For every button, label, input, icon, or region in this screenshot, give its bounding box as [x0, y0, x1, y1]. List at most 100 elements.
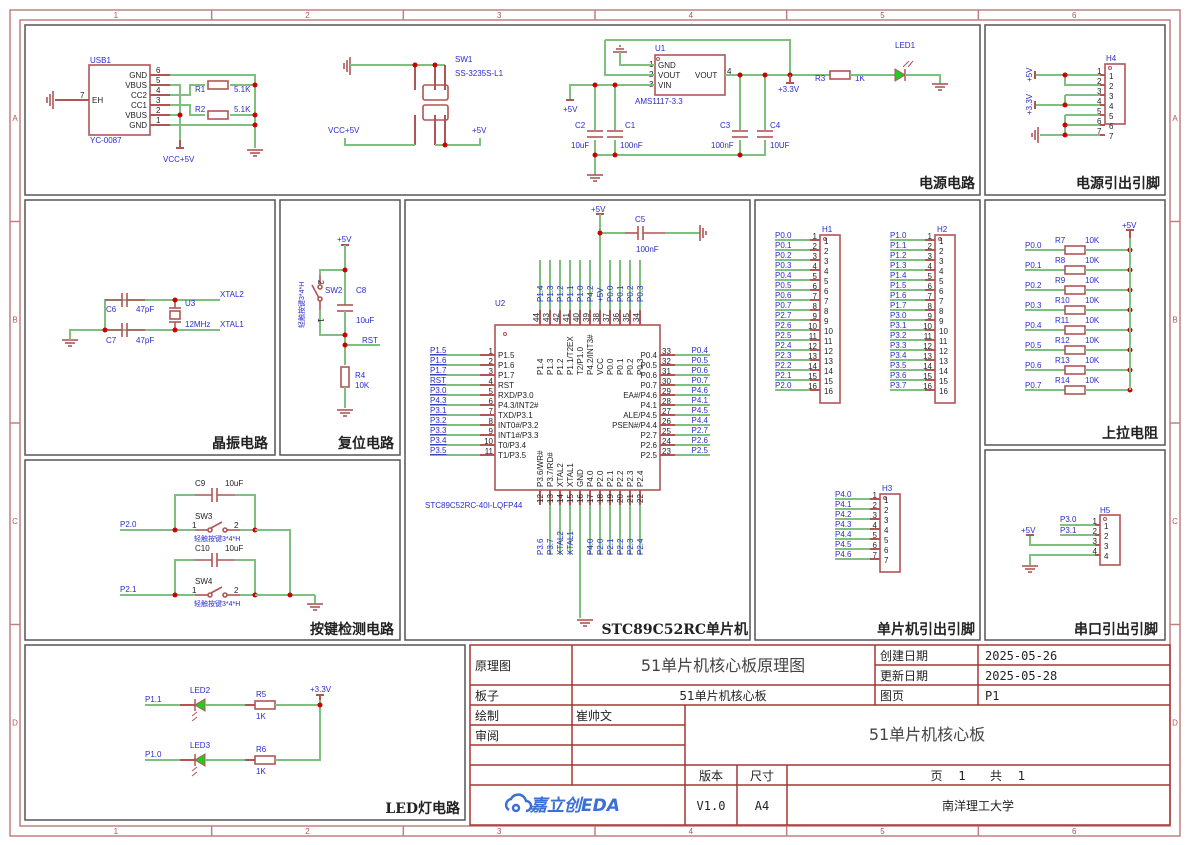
h1-pin-num: 5 [813, 272, 818, 281]
capacitor-c9[interactable] [195, 488, 235, 502]
capacitor-c3[interactable] [732, 130, 748, 138]
reset-button-sw2[interactable] [311, 275, 323, 310]
h1-pin-label: 11 [824, 337, 833, 346]
pullup-res-value: 10K [1085, 356, 1100, 365]
ruler-row-label: C [1172, 517, 1178, 526]
h1-pin-num: 14 [808, 362, 817, 371]
tb-big-title: 51单片机核心板 [869, 725, 985, 744]
mcu-net-label: P1.6 [430, 356, 447, 365]
h3-pin-label: 5 [884, 536, 889, 545]
led-res-value: 1K [256, 767, 266, 776]
crystal-u3[interactable] [169, 300, 181, 330]
usb-pin-num: 3 [156, 96, 161, 105]
mcu-net-label: P1.2 [556, 285, 565, 302]
usb-pin-num: 4 [156, 86, 161, 95]
capacitor-c2[interactable] [587, 130, 603, 138]
mcu-pin-name: EA#/P4.6 [623, 391, 657, 400]
mcu-net-label: RST [430, 376, 446, 385]
h4-pin-label: 5 [1109, 112, 1114, 121]
usb-pin-name: CC2 [131, 91, 148, 100]
mcu-pin-name: ALE/P4.5 [623, 411, 657, 420]
mcu-net-label: P4.5 [692, 406, 709, 415]
r1-ref: R1 [195, 85, 206, 94]
mcu-pin-name: VCC [596, 358, 605, 375]
u2-part: STC89C52RC-40I-LQFP44 [425, 501, 523, 510]
usb-pin-num: 7 [80, 91, 85, 100]
h2-net-label: P1.4 [890, 271, 907, 280]
pullup-res-ref: R7 [1055, 236, 1066, 245]
h2-pin-label: 14 [939, 367, 948, 376]
mcu-net-label: P0.5 [692, 356, 709, 365]
ruler-col-label: 2 [305, 11, 310, 20]
tb-title: 51单片机核心板原理图 [641, 656, 805, 675]
h1-net-label: P2.5 [775, 331, 792, 340]
c1-ref: C1 [625, 121, 636, 130]
mcu-pin-num: 2 [489, 357, 494, 366]
h3-net-label: P4.2 [835, 510, 852, 519]
sw1-vcc-net: VCC+5V [328, 126, 360, 135]
h2-net-label: P3.5 [890, 361, 907, 370]
mcu-pin-num: 25 [662, 427, 671, 436]
h4-pin-num: 2 [1097, 77, 1102, 86]
gnd-symbol [699, 225, 707, 241]
c6-value: 47pF [136, 305, 154, 314]
section-title-power: 电源电路 [919, 175, 976, 192]
h1-net-label: P0.3 [775, 261, 792, 270]
capacitor-c6[interactable] [105, 293, 145, 307]
h3-pin-label: 3 [884, 516, 889, 525]
h2-pin-num: 10 [923, 322, 932, 331]
h4-pin-num: 1 [1097, 67, 1102, 76]
led-res-value: 1K [256, 712, 266, 721]
c3-value: 100nF [711, 141, 734, 150]
usb-connector[interactable]: USB1 YC-0087 6GND5VBUS4CC23CC12VBUS1GND … [55, 56, 170, 145]
capacitor-c4[interactable] [757, 130, 773, 138]
key-switch-sw3[interactable] [195, 521, 240, 533]
capacitor-c1[interactable] [607, 130, 623, 138]
mcu-pin-name: P3.6/WR# [536, 450, 545, 487]
h1-pin-label: 9 [824, 317, 829, 326]
mcu-net-5v: +5V [591, 205, 606, 214]
capacitor-c5[interactable] [625, 226, 665, 240]
reset-net-rst: RST [362, 336, 378, 345]
u1-pin-name: VOUT [695, 71, 717, 80]
mcu-pin-name: RXD/P3.0 [498, 391, 534, 400]
capacitor-c7[interactable] [105, 323, 145, 337]
mcu-pin-name: P2.6 [641, 441, 658, 450]
panel-crystal [24, 199, 276, 456]
mcu-pin-name: XTAL2 [556, 463, 565, 487]
mcu-pin-name: P0.5 [641, 361, 658, 370]
h1-pin-num: 9 [813, 312, 818, 321]
resistor-r1[interactable] [207, 80, 229, 90]
mcu-pin-num: 9 [489, 427, 494, 436]
panel-pullup [984, 199, 1166, 446]
mcu-pin-num: 28 [662, 397, 671, 406]
led-led3[interactable] [191, 753, 206, 777]
key-cap-ref: C9 [195, 479, 206, 488]
capacitor-c10[interactable] [195, 553, 235, 567]
c1-value: 100nF [620, 141, 643, 150]
mcu-net-label: P4.6 [692, 386, 709, 395]
key-switch-sw4[interactable] [195, 586, 240, 598]
mcu-pin-num: 21 [626, 494, 635, 503]
mcu-net-label: P1.5 [430, 346, 447, 355]
mcu-net-label: P0.7 [692, 376, 709, 385]
pullup-res-ref: R12 [1055, 336, 1070, 345]
section-title-pullup: 上拉电阻 [1102, 425, 1158, 442]
key-cap-ref: C10 [195, 544, 210, 553]
r2-value: 5.1K [234, 105, 251, 114]
tb-created-date: 2025-05-26 [985, 649, 1057, 663]
resistor-r2[interactable] [207, 110, 229, 120]
led-led2[interactable] [191, 698, 206, 722]
h5-pin-label: 2 [1104, 532, 1109, 541]
mcu-pin-name: P0.6 [641, 371, 658, 380]
r1-value: 5.1K [234, 85, 251, 94]
pullup-net-label: P0.6 [1025, 361, 1042, 370]
h2-pin-label: 4 [939, 267, 944, 276]
